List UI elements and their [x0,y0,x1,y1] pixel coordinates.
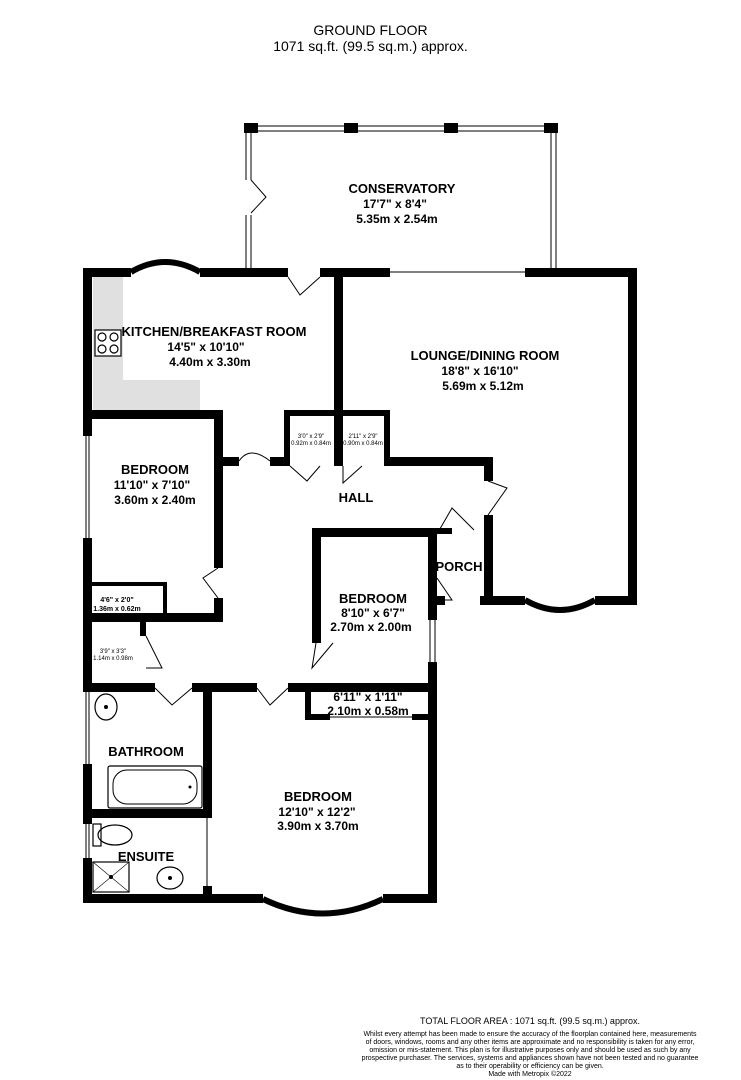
lounge-name: LOUNGE/DINING ROOM [411,348,560,363]
disclaimer-line-3: omission or mis-statement. This plan is … [369,1047,691,1054]
disclaimer-line-1: Whilst every attempt has been made to en… [363,1031,697,1038]
disclaimer-line-2: of doors, windows, rooms and any other i… [365,1039,695,1046]
cupboard-1-imperial: 3'0" x 2'9" [298,434,324,440]
conservatory-metric: 5.35m x 2.54m [356,212,437,226]
cupboard-2-metric: 0.90m x 0.84m [343,441,383,447]
bedroom-small-metric: 2.70m x 2.00m [330,620,411,634]
kitchen-name: KITCHEN/BREAKFAST ROOM [122,324,307,339]
wardrobe-metric: 1.36m x 0.62m [93,606,140,613]
conservatory-walls [244,123,558,273]
cupboard-1-metric: 0.92m x 0.84m [291,441,331,447]
store-metric: 1.14m x 0.98m [93,656,133,662]
bedroom-left-name: BEDROOM [121,462,189,477]
made-with-credit: Made with Metropix ©2022 [488,1071,572,1078]
bathroom-name: BATHROOM [108,744,184,759]
closet-metric: 2.10m x 0.58m [327,704,408,718]
bathroom-fixtures [92,693,203,893]
toilet-cistern-icon [92,823,102,847]
ensuite-name: ENSUITE [118,849,175,864]
cupboard-2-imperial: 2'11" x 2'9" [348,434,377,440]
store-imperial: 3'9" x 3'3" [100,649,126,655]
bath-icon [107,765,203,809]
bedroom-small-imperial: 8'10" x 6'7" [341,606,405,620]
hob-icon [94,329,122,357]
lounge-metric: 5.69m x 5.12m [442,379,523,393]
kitchen-metric: 4.40m x 3.30m [169,355,250,369]
hall-name: HALL [339,490,374,505]
floor-area: 1071 sq.ft. (99.5 sq.m.) approx. [273,38,468,54]
door-swings [145,276,508,706]
bedroom-left-metric: 3.60m x 2.40m [114,493,195,507]
floor-plan: CONSERVATORY 17'7" x 8'4" 5.35m x 2.54m … [83,123,637,918]
wardrobe-imperial: 4'6" x 2'0" [100,597,133,604]
conservatory-imperial: 17'7" x 8'4" [363,197,427,211]
closet-imperial: 6'11" x 1'11" [333,690,402,704]
bedroom-main-name: BEDROOM [284,789,352,804]
disclaimer-line-5: as to their operability or efficiency ca… [456,1063,604,1070]
bedroom-main-metric: 3.90m x 3.70m [277,819,358,833]
basin-icon [94,693,118,721]
toilet-icon [97,824,133,846]
disclaimer-line-4: prospective purchaser. The services, sys… [361,1055,699,1062]
interior-walls [83,268,493,903]
shower-tray-icon [92,861,130,893]
porch-name: PORCH [436,559,483,574]
kitchen-imperial: 14'5" x 10'10" [167,340,244,354]
bedroom-left-imperial: 11'10" x 7'10" [114,478,190,492]
conservatory-name: CONSERVATORY [349,181,456,196]
lounge-imperial: 18'8" x 16'10" [441,364,518,378]
kitchen-worktop-corner [93,380,200,410]
floor-title: GROUND FLOOR [313,22,428,38]
bedroom-main-imperial: 12'10" x 12'2" [278,805,355,819]
ensuite-basin-icon [156,866,184,890]
total-floor-area: TOTAL FLOOR AREA : 1071 sq.ft. (99.5 sq.… [420,1016,640,1026]
bedroom-small-name: BEDROOM [339,591,407,606]
